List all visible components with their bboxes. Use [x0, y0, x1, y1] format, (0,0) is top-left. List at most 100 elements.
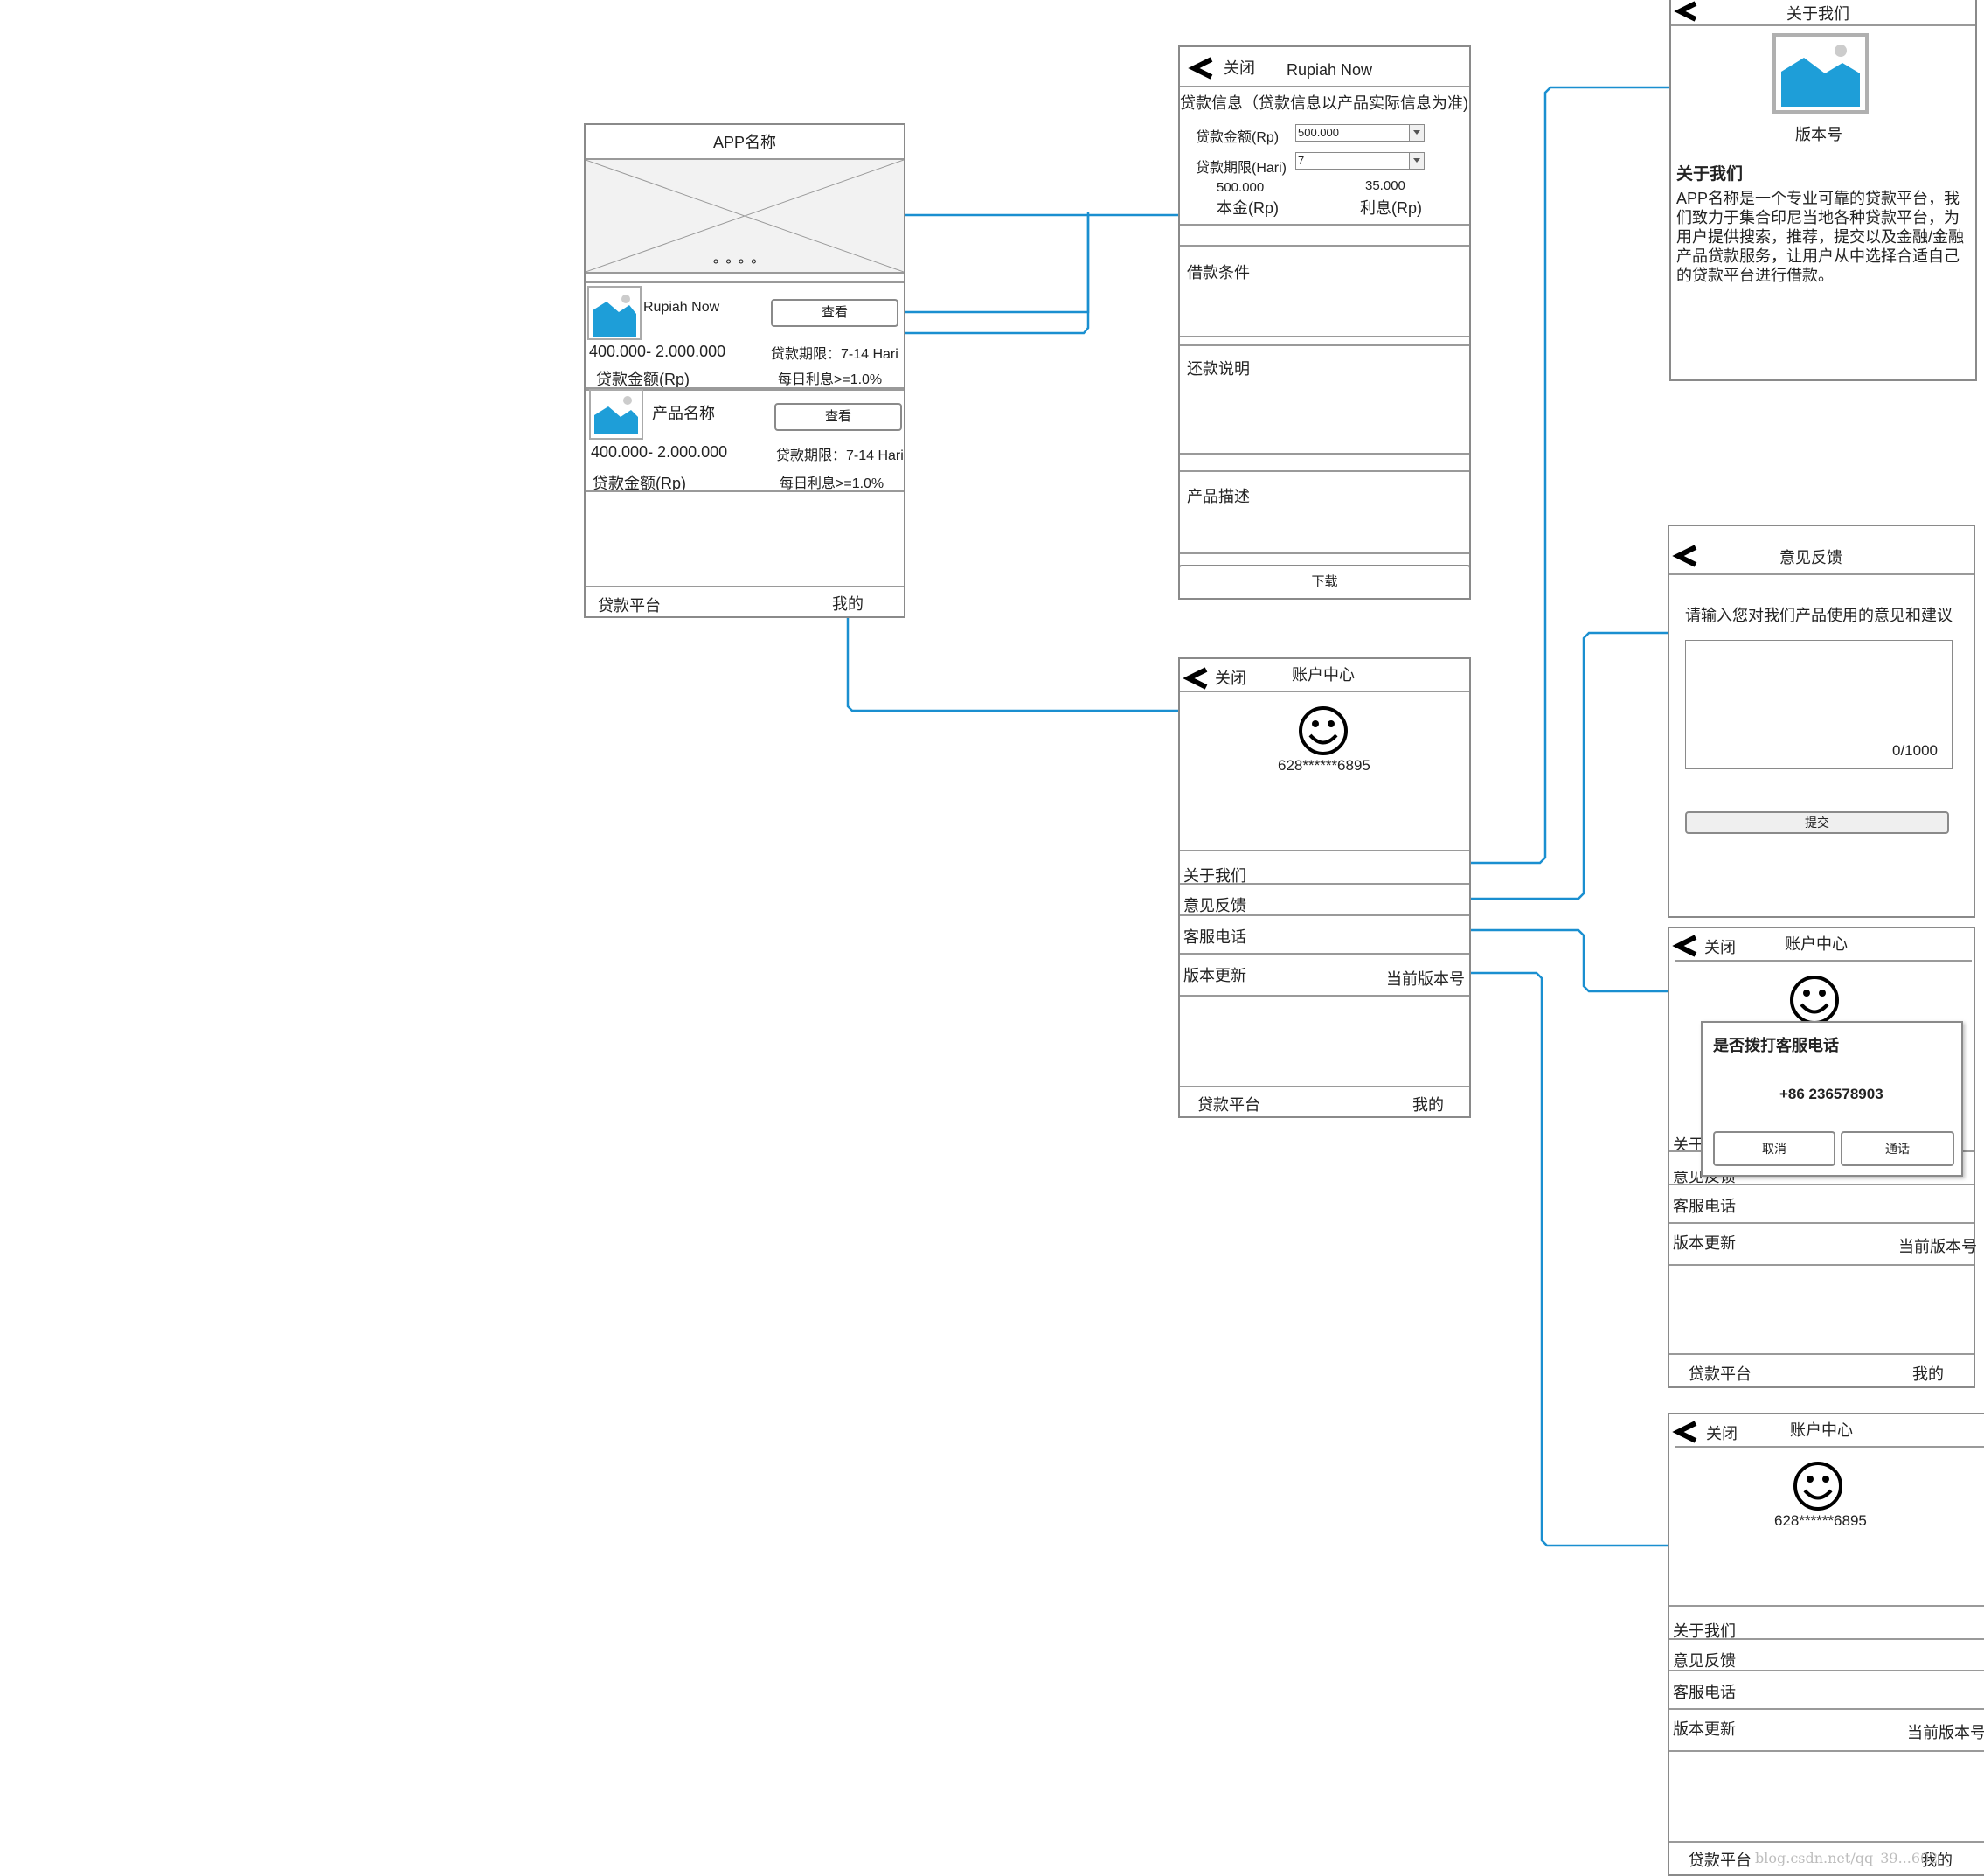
cancel-button[interactable]: 取消: [1713, 1131, 1835, 1166]
page-title: Rupiah Now: [1287, 61, 1373, 79]
divider: [1180, 883, 1469, 885]
divider: [1669, 1638, 1984, 1640]
download-button[interactable]: 下载: [1178, 565, 1471, 600]
close-link[interactable]: 关闭: [1224, 59, 1255, 77]
amount-select[interactable]: 500.000: [1295, 124, 1425, 142]
call-button[interactable]: 通话: [1841, 1131, 1954, 1166]
dialog-title: 是否拨打客服电话: [1713, 1037, 1839, 1054]
tab-bar-divider: [586, 586, 904, 587]
smiley-icon: [1299, 706, 1348, 755]
menu-feedback[interactable]: 意见反馈: [1183, 897, 1246, 914]
tab-loan-platform[interactable]: 贷款平台: [1197, 1096, 1260, 1114]
divider: [1180, 691, 1469, 692]
view-button[interactable]: 查看: [774, 403, 902, 431]
divider: [1180, 914, 1469, 916]
back-arrow-icon[interactable]: [1673, 0, 1699, 23]
menu-customer-service[interactable]: 客服电话: [1673, 1198, 1736, 1215]
back-arrow-icon[interactable]: [1671, 934, 1699, 958]
connector-feedback: [1468, 631, 1668, 900]
divider: [1180, 453, 1469, 455]
menu-customer-service[interactable]: 客服电话: [1183, 928, 1246, 946]
divider: [1669, 573, 1974, 575]
tab-mine[interactable]: 我的: [1921, 1852, 1953, 1869]
tab-mine[interactable]: 我的: [1912, 1365, 1944, 1383]
connector-mine-to-account: [846, 612, 1178, 712]
banner-placeholder[interactable]: ∘ ∘ ∘ ∘: [585, 159, 905, 273]
menu-about-us[interactable]: 关于我们: [1673, 1622, 1736, 1640]
product-image-icon: [589, 389, 643, 440]
loan-term: 贷款期限：7-14 Hari: [776, 448, 904, 463]
tab-mine[interactable]: 我的: [1412, 1096, 1444, 1114]
divider: [1180, 336, 1469, 337]
menu-about-us[interactable]: 关于我们: [1183, 867, 1246, 885]
divider: [586, 490, 904, 492]
interest-label: 利息(Rp): [1360, 199, 1422, 217]
smiley-icon: [1793, 1462, 1842, 1511]
back-arrow-icon[interactable]: [1671, 544, 1699, 568]
tab-loan-platform[interactable]: 贷款平台: [1689, 1365, 1752, 1383]
close-link[interactable]: 关闭: [1215, 670, 1246, 687]
close-link[interactable]: 关闭: [1704, 939, 1736, 956]
divider: [1180, 344, 1469, 346]
divider: [1180, 850, 1469, 851]
divider: [586, 281, 904, 283]
smiley-icon: [1790, 976, 1839, 1025]
product-name: 产品名称: [652, 405, 715, 422]
term-value: 7: [1298, 154, 1305, 167]
current-version: 当前版本号: [1386, 970, 1465, 988]
divider: [1180, 86, 1469, 87]
daily-interest: 每日利息>=1.0%: [778, 372, 883, 387]
divider: [1675, 1446, 1984, 1448]
divider: [1669, 1605, 1984, 1607]
submit-button[interactable]: 提交: [1685, 811, 1949, 834]
divider: [1669, 1750, 1984, 1752]
carousel-dots[interactable]: ∘ ∘ ∘ ∘: [711, 254, 759, 269]
menu-version-update[interactable]: 版本更新: [1673, 1720, 1736, 1738]
divider: [1180, 470, 1469, 472]
menu-version-update[interactable]: 版本更新: [1183, 967, 1246, 984]
menu-version-update[interactable]: 版本更新: [1673, 1234, 1736, 1252]
term-select[interactable]: 7: [1295, 152, 1425, 170]
divider: [1669, 1222, 1974, 1224]
menu-about-us-partial[interactable]: 关于: [1673, 1136, 1704, 1154]
divider: [1180, 953, 1469, 955]
divider: [586, 272, 904, 274]
service-screen: 关闭 账户中心 关于 意见反馈 客服电话 版本更新 当前版本号 贷款平台 我的 …: [1668, 927, 1977, 1388]
connector-row-to-detail: [897, 215, 1090, 335]
dropdown-arrow-icon: [1409, 125, 1424, 141]
user-phone: 628******6895: [1278, 757, 1370, 774]
detail-screen: 关闭 Rupiah Now 贷款信息（贷款信息以产品实际信息为准) 贷款金额(R…: [1178, 45, 1471, 600]
tab-mine[interactable]: 我的: [832, 595, 864, 613]
back-arrow-icon[interactable]: [1187, 56, 1215, 80]
tab-bar-divider: [1669, 1841, 1984, 1843]
feedback-textarea[interactable]: 0/1000: [1685, 640, 1953, 769]
tab-loan-platform[interactable]: 贷款平台: [598, 597, 661, 615]
connector-update: [1468, 971, 1668, 1547]
menu-customer-service[interactable]: 客服电话: [1673, 1684, 1736, 1701]
section-repayment: 还款说明: [1187, 360, 1250, 378]
current-version: 当前版本号: [1898, 1238, 1977, 1255]
menu-feedback[interactable]: 意见反馈: [1673, 1652, 1736, 1670]
back-arrow-icon[interactable]: [1671, 1420, 1699, 1444]
divider: [1180, 245, 1469, 247]
connector-service: [1468, 928, 1668, 993]
amount-label: 贷款金额(Rp): [596, 371, 690, 388]
home-screen: APP名称 ∘ ∘ ∘ ∘ Rupiah Now 查看 400.000- 2.0…: [584, 123, 905, 618]
back-arrow-icon[interactable]: [1182, 666, 1210, 691]
tab-bar-divider: [1180, 1086, 1469, 1087]
interest-value: 35.000: [1365, 178, 1405, 193]
divider: [1675, 960, 1972, 962]
loan-info-heading: 贷款信息（贷款信息以产品实际信息为准): [1180, 94, 1468, 112]
divider: [1180, 224, 1469, 226]
close-link[interactable]: 关闭: [1706, 1425, 1738, 1442]
divider: [1180, 552, 1469, 554]
tab-loan-platform[interactable]: 贷款平台: [1689, 1852, 1752, 1869]
divider: [1180, 995, 1469, 997]
feedback-screen: 意见反馈 请输入您对我们产品使用的意见和建议 0/1000 提交: [1668, 525, 1975, 918]
term-label: 贷款期限(Hari): [1196, 161, 1287, 176]
banner-image-icon: [585, 159, 905, 273]
user-phone: 628******6895: [1774, 1512, 1867, 1529]
view-button[interactable]: 查看: [771, 299, 898, 327]
divider: [586, 389, 904, 391]
